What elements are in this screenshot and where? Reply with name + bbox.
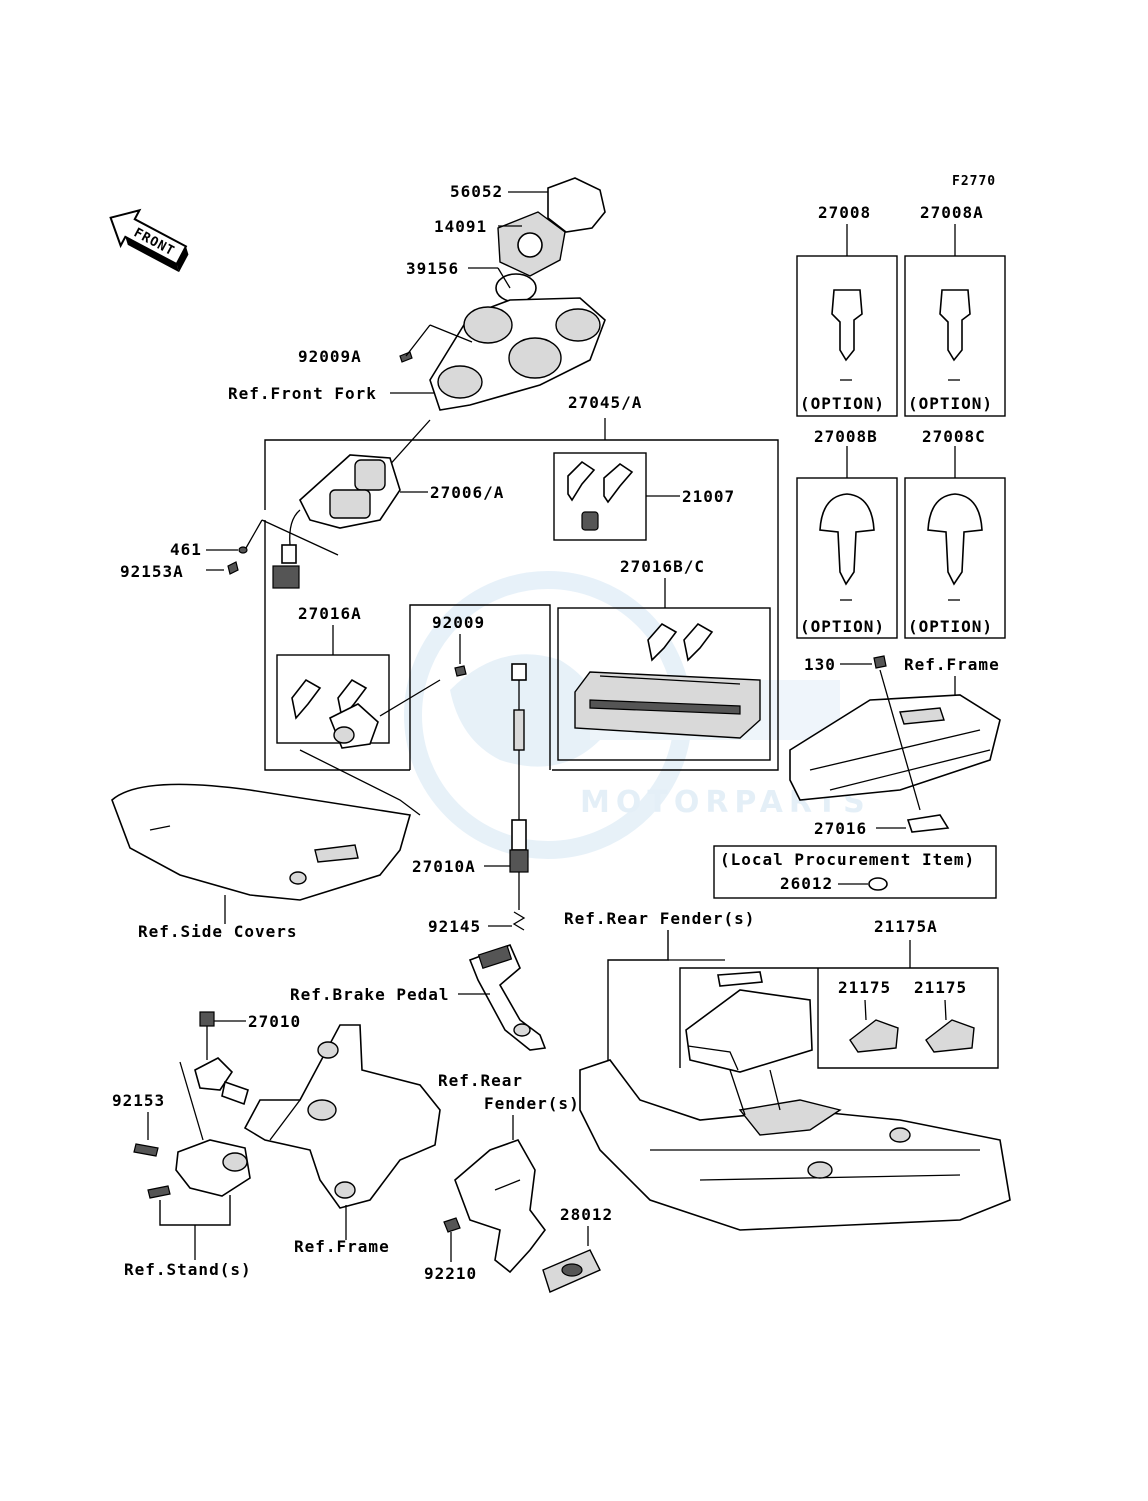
- label-27008A: 27008A: [920, 203, 984, 222]
- part-27016BC-immobilizer-icon: [574, 622, 761, 739]
- rear-subframe-icon: [789, 694, 1001, 801]
- rear-fender-piece-icon: [454, 1139, 546, 1274]
- label-ref-stands: Ref.Stand(s): [124, 1260, 252, 1279]
- label-26012: 26012: [780, 874, 833, 893]
- key-27008C-icon: [927, 493, 983, 586]
- label-21175A: 21175A: [874, 917, 938, 936]
- kit-27045A-box: [264, 418, 779, 771]
- part-92153A-screw-icon: [227, 561, 239, 575]
- part-28012-reflector-icon: [542, 1249, 601, 1293]
- kit-27016BC-box: [557, 607, 771, 761]
- label-21175-b: 21175: [914, 978, 967, 997]
- local-procurement-box: [713, 845, 997, 899]
- label-461: 461: [170, 540, 202, 559]
- label-92210: 92210: [424, 1264, 477, 1283]
- rear-fender-leader: [607, 930, 669, 1100]
- part-21007-keys-icon: [567, 460, 634, 531]
- label-27010: 27010: [248, 1012, 301, 1031]
- label-ref-front-fork: Ref.Front Fork: [228, 384, 377, 403]
- part-27016A-keys-icon: [291, 678, 368, 720]
- side-cover-icon: [111, 783, 412, 901]
- part-56052-cover-icon: [547, 177, 606, 233]
- part-39156-ring-icon: [495, 273, 537, 303]
- figure-code: F2770: [952, 174, 996, 189]
- ecu-icon: [685, 971, 813, 1073]
- label-27008B-option: (OPTION): [800, 617, 885, 636]
- key-27008B: [796, 446, 898, 639]
- label-92009A: 92009A: [298, 347, 362, 366]
- main-frame-icon: [243, 1024, 441, 1209]
- part-21175-cover-icon: [849, 1019, 975, 1053]
- label-ref-frame-bottom: Ref.Frame: [294, 1237, 390, 1256]
- label-27006A: 27006/A: [430, 483, 504, 502]
- label-27016BC: 27016B/C: [620, 557, 705, 576]
- label-ref-side-covers: Ref.Side Covers: [138, 922, 298, 941]
- kit-21007-box: [553, 452, 647, 541]
- label-27016A: 27016A: [298, 604, 362, 623]
- immobilizer-antenna-icon: [328, 703, 379, 749]
- label-28012: 28012: [560, 1205, 613, 1224]
- stop-switch-icon: [509, 663, 529, 931]
- label-local-procurement: (Local Procurement Item): [720, 850, 975, 869]
- label-21007: 21007: [682, 487, 735, 506]
- rear-fender-tray-icon: [579, 1059, 1011, 1231]
- front-arrow-icon: FRONT: [109, 208, 189, 273]
- label-ref-frame-top: Ref.Frame: [904, 655, 1000, 674]
- brake-pedal-icon: [468, 943, 547, 1051]
- label-130: 130: [804, 655, 836, 674]
- key-27008C: [904, 446, 1006, 639]
- clamp-hole-icon: [555, 308, 601, 342]
- label-27008-option: (OPTION): [800, 394, 885, 413]
- label-27008C-option: (OPTION): [908, 617, 993, 636]
- label-ref-rear-fender-s: Ref.Rear Fender(s): [564, 909, 755, 928]
- label-27008: 27008: [818, 203, 871, 222]
- key-27008-icon: [831, 289, 863, 362]
- label-92009: 92009: [432, 613, 485, 632]
- key-27008A: [904, 224, 1006, 417]
- label-56052: 56052: [450, 182, 503, 201]
- label-27008C: 27008C: [922, 427, 986, 446]
- ignition-cover-parts: [399, 177, 606, 411]
- label-27045A: 27045/A: [568, 393, 642, 412]
- label-27008B: 27008B: [814, 427, 878, 446]
- key-27008: [796, 224, 898, 417]
- part-461-washer-icon: [238, 546, 248, 554]
- label-fender-s: Fender(s): [484, 1094, 580, 1113]
- bracket-hole-icon: [517, 232, 543, 258]
- part-130-bolt-icon: [873, 655, 887, 669]
- label-27010A: 27010A: [412, 857, 476, 876]
- sidestand-bracket-icon: [175, 1139, 251, 1197]
- label-ref-rear: Ref.Rear: [438, 1071, 523, 1090]
- label-92153: 92153: [112, 1091, 165, 1110]
- label-39156: 39156: [406, 259, 459, 278]
- key-27008A-icon: [939, 289, 971, 362]
- watermark-continent-icon: [450, 654, 602, 767]
- label-14091: 14091: [434, 217, 487, 236]
- label-27008A-option: (OPTION): [908, 394, 993, 413]
- label-27016: 27016: [814, 819, 867, 838]
- label-21175-a: 21175: [838, 978, 891, 997]
- part-92009A-bolt-icon: [399, 351, 413, 363]
- clamp-hole-icon: [508, 337, 562, 379]
- part-92153-bolt-icon: [133, 1143, 159, 1157]
- part-27016-antenna-icon: [906, 814, 950, 833]
- key-27008B-icon: [819, 493, 875, 586]
- clamp-hole-icon: [463, 306, 513, 344]
- ref-stands-leader: [159, 1195, 231, 1226]
- label-ref-brake-pedal: Ref.Brake Pedal: [290, 985, 450, 1004]
- part-92009-bolt-icon: [454, 665, 467, 677]
- stand-bolt-icon: [147, 1185, 171, 1199]
- kit-21175A-box: [679, 967, 999, 1069]
- label-92145: 92145: [428, 917, 481, 936]
- kit-92009-box: [409, 604, 551, 770]
- ignition-switch-icon: [272, 454, 401, 589]
- clamp-hole-icon: [437, 365, 483, 399]
- label-92153A: 92153A: [120, 562, 184, 581]
- part-92210-nut-icon: [443, 1217, 461, 1233]
- sidestand-switch-icon: [194, 1011, 249, 1106]
- part-26012-icon: [868, 877, 888, 891]
